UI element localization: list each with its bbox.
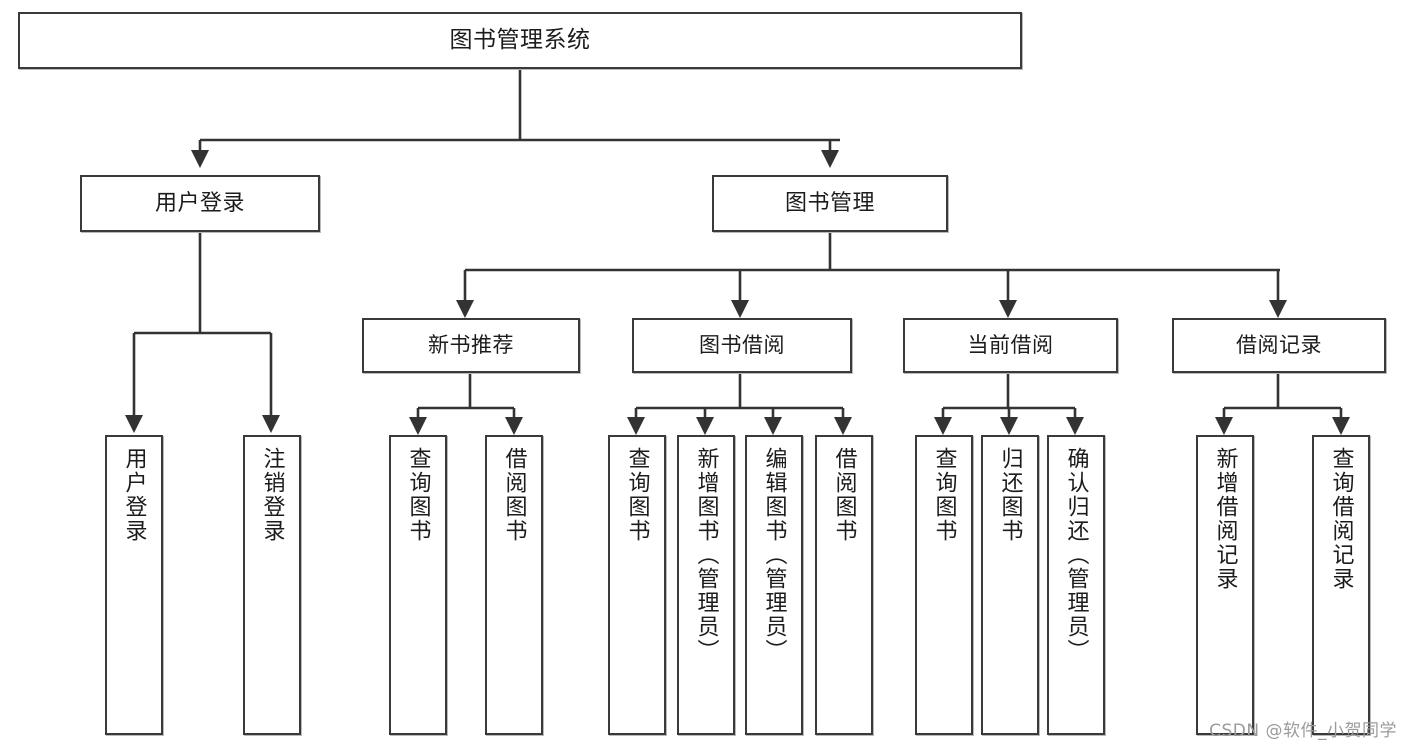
leaf-user-logout-label: 注销登录 xyxy=(259,447,285,543)
leaf-borrow-book-1-label: 借阅图书 xyxy=(501,447,527,543)
node-current-borrow-label: 当前借阅 xyxy=(967,333,1054,358)
leaf-add-book[interactable]: 新增图书（管理员） xyxy=(677,435,735,735)
leaf-query-book-2[interactable]: 查询图书 xyxy=(608,435,666,735)
leaf-return-book-label: 归还图书 xyxy=(997,447,1023,543)
node-book-borrow-label: 图书借阅 xyxy=(699,333,785,358)
leaf-query-book-1-label: 查询图书 xyxy=(405,447,431,543)
node-new-book-rec[interactable]: 新书推荐 xyxy=(362,318,580,373)
leaf-query-record-label: 查询借阅记录 xyxy=(1328,447,1354,591)
node-book-manage-label: 图书管理 xyxy=(784,190,875,216)
leaf-add-record[interactable]: 新增借阅记录 xyxy=(1196,435,1254,735)
node-user-login-label: 用户登录 xyxy=(154,190,245,216)
leaf-confirm-return-label: 确认归还（管理员） xyxy=(1063,447,1089,663)
leaf-query-book-3-label: 查询图书 xyxy=(931,447,957,543)
leaf-add-book-label: 新增图书（管理员） xyxy=(693,447,719,663)
leaf-query-book-3[interactable]: 查询图书 xyxy=(915,435,973,735)
leaf-add-record-label: 新增借阅记录 xyxy=(1212,447,1238,591)
leaf-borrow-book-1[interactable]: 借阅图书 xyxy=(485,435,543,735)
node-root-label: 图书管理系统 xyxy=(449,26,591,53)
leaf-borrow-book-2-label: 借阅图书 xyxy=(831,447,857,543)
node-book-manage[interactable]: 图书管理 xyxy=(712,175,948,232)
leaf-edit-book[interactable]: 编辑图书（管理员） xyxy=(745,435,803,735)
leaf-borrow-book-2[interactable]: 借阅图书 xyxy=(815,435,873,735)
leaf-query-record[interactable]: 查询借阅记录 xyxy=(1312,435,1370,735)
leaf-confirm-return[interactable]: 确认归还（管理员） xyxy=(1047,435,1105,735)
node-book-borrow[interactable]: 图书借阅 xyxy=(632,318,852,373)
leaf-user-logout[interactable]: 注销登录 xyxy=(243,435,301,735)
leaf-query-book-2-label: 查询图书 xyxy=(624,447,650,543)
node-current-borrow[interactable]: 当前借阅 xyxy=(903,318,1118,373)
node-user-login[interactable]: 用户登录 xyxy=(80,175,320,232)
node-borrow-record-label: 借阅记录 xyxy=(1236,333,1322,358)
node-borrow-record[interactable]: 借阅记录 xyxy=(1172,318,1386,373)
watermark: CSDN @软件_小贺同学 xyxy=(1209,721,1397,741)
node-new-book-rec-label: 新书推荐 xyxy=(428,333,514,358)
leaf-user-login[interactable]: 用户登录 xyxy=(105,435,163,735)
leaf-query-book-1[interactable]: 查询图书 xyxy=(389,435,447,735)
leaf-edit-book-label: 编辑图书（管理员） xyxy=(761,447,787,663)
leaf-return-book[interactable]: 归还图书 xyxy=(981,435,1039,735)
leaf-user-login-label: 用户登录 xyxy=(121,447,147,543)
node-root[interactable]: 图书管理系统 xyxy=(18,12,1022,69)
